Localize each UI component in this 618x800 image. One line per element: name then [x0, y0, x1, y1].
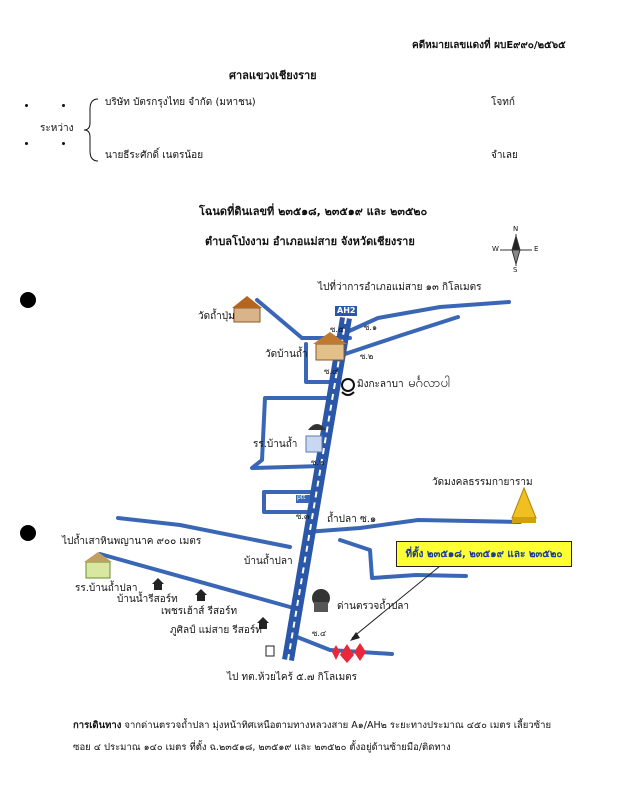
- label-to-district: ไปที่ว่าการอำเภอแม่สาย ๑๓ กิโลเมตร: [318, 282, 482, 293]
- label-petch-resort: เพชรเฮ้าส์ รีสอร์ท: [161, 606, 238, 617]
- deed-location-box: ที่ตั้ง ๒๓๕๑๘, ๒๓๕๑๙ และ ๒๓๕๒๐: [396, 541, 572, 567]
- road-soi1-right: [304, 518, 522, 534]
- temple-icon-mongkol: [511, 486, 537, 523]
- compass-icon: [500, 234, 532, 266]
- road-soi4-west: [304, 342, 332, 384]
- between-label: ระหว่าง: [40, 123, 74, 134]
- label-tham-pla-soi1: ถ้ำปลา ซ.๑: [327, 514, 377, 525]
- location-title: ตำบลโป่งงาม อำเภอแม่สาย จังหวัดเชียงราย: [205, 235, 415, 248]
- compass-e: E: [534, 245, 539, 253]
- highway-label: AH2: [335, 306, 358, 316]
- label-checkpoint: ด่านตรวจถ้ำปลา: [337, 601, 410, 612]
- punch-hole-top: [20, 292, 36, 308]
- label-to-huai-khrai: ไป ทต.ห้วยไคร้ ๕.๗ กิโลเมตร: [227, 672, 358, 683]
- label-soi4-bottom: ซ.๔: [312, 629, 327, 638]
- label-school-tham-pla: รร.บ้านถ้ำปลา: [75, 583, 138, 594]
- plaintiff-role: โจทก์: [491, 97, 515, 108]
- bullet: [25, 104, 28, 107]
- tunnel-icon: [308, 424, 326, 430]
- highway-centerline: [287, 317, 347, 661]
- road-to-tham-sao: [116, 516, 292, 549]
- label-soi2-top: ซ.๒: [360, 352, 374, 361]
- label-wat-ban-tham: วัดบ้านถ้ำ: [265, 349, 308, 360]
- temple-icon-tham-pum: [232, 296, 262, 323]
- house-icon-petch: [195, 589, 207, 601]
- brace: [83, 98, 99, 162]
- school-icon-tham-pla: [84, 552, 112, 579]
- road-loop-left: [250, 396, 334, 470]
- directions-label: การเดินทาง: [73, 720, 122, 731]
- punch-hole-bottom: [20, 525, 36, 541]
- bullet: [62, 104, 65, 107]
- deed-location-label: ที่ตั้ง ๒๓๕๑๘, ๒๓๕๑๙ และ ๒๓๕๒๐: [405, 548, 563, 560]
- label-soi1-top: ซ.๑: [364, 323, 378, 332]
- spa-icon: [341, 378, 355, 396]
- label-wat-tham-pum: วัดถ้ำปุ่ม: [198, 311, 235, 322]
- road-resorts: [98, 552, 292, 609]
- label-soi5: ซ.๕: [330, 325, 345, 334]
- road-tham-pla-east: [338, 538, 468, 580]
- label-soi3: ซ.๓: [296, 512, 310, 521]
- directions-text2: ซอย ๔ ประมาณ ๑๔๐ เมตร ที่ตั้ง ฉ.๒๓๕๑๘, ๒…: [73, 742, 451, 753]
- bullet: [62, 142, 65, 145]
- label-ban-nam-resort: บ้านน้ำรีสอร์ท: [117, 594, 178, 605]
- temple-icon-ban-tham: [313, 332, 347, 361]
- road-soi3: [262, 490, 316, 514]
- house-icon-phusin: [257, 617, 269, 629]
- deed-title: โฉนดที่ดินเลขที่ ๒๓๕๑๘, ๒๓๕๑๙ และ ๒๓๕๒๐: [199, 205, 428, 218]
- compass-n: N: [513, 225, 519, 233]
- ptt-icon: [296, 495, 310, 503]
- label-wat-mongkol: วัดมงคลธรรมกายาราม: [432, 477, 533, 488]
- compass-s: S: [513, 266, 518, 274]
- house-icon-ban-nam: [152, 578, 164, 590]
- label-to-tham-sao: ไปถ้ำเสาหินพญานาค ๙๐๐ เมตร: [62, 536, 202, 547]
- label-ban-tham-pla: บ้านถ้ำปลา: [244, 556, 293, 567]
- defendant-role: จำเลย: [491, 150, 518, 161]
- court-name: ศาลแขวงเชียงราย: [229, 69, 317, 82]
- defendant-name: นายธีระศักดิ์ เนตรน้อย: [105, 150, 204, 161]
- road-soi4-bottom: [290, 633, 394, 656]
- label-mingkala-script: မင်္ဂလာပါ: [408, 376, 451, 391]
- directions-text1: จากด่านตรวจถ้ำปลา มุ่งหน้าทิศเหนือตามทาง…: [124, 720, 552, 731]
- road-top-right: [345, 300, 511, 334]
- cup-icon: [265, 645, 275, 657]
- road-soi2-right: [340, 315, 460, 357]
- directions-line1: การเดินทาง จากด่านตรวจถ้ำปลา มุ่งหน้าทิศ…: [73, 718, 551, 733]
- checkpoint-icon: [312, 589, 330, 612]
- label-ptt: ptt: [297, 494, 306, 501]
- label-school-ban-tham: รร.บ้านถ้ำ: [253, 439, 298, 450]
- label-mingkala: มิงกะลาบา: [357, 379, 404, 390]
- bullet: [25, 142, 28, 145]
- label-phusin-resort: ภูศิลป์ แม่สาย รีสอร์ท: [170, 625, 262, 636]
- school-icon-ban-tham: [305, 435, 323, 453]
- road-top-left: [255, 298, 304, 340]
- label-soi4-top: ซ.๔: [324, 367, 339, 376]
- plaintiff-name: บริษัท บัตรกรุงไทย จำกัด (มหาชน): [105, 97, 256, 108]
- directions-line2: ซอย ๔ ประมาณ ๑๔๐ เมตร ที่ตั้ง ฉ.๒๓๕๑๘, ๒…: [73, 740, 451, 755]
- site-marker: [332, 643, 366, 663]
- label-soi2-mid: ซ.๒: [311, 458, 325, 467]
- case-number: คดีหมายเลขแดงที่ ผบE๙๙๐/๒๕๖๕: [412, 40, 566, 51]
- compass-w: W: [492, 245, 499, 253]
